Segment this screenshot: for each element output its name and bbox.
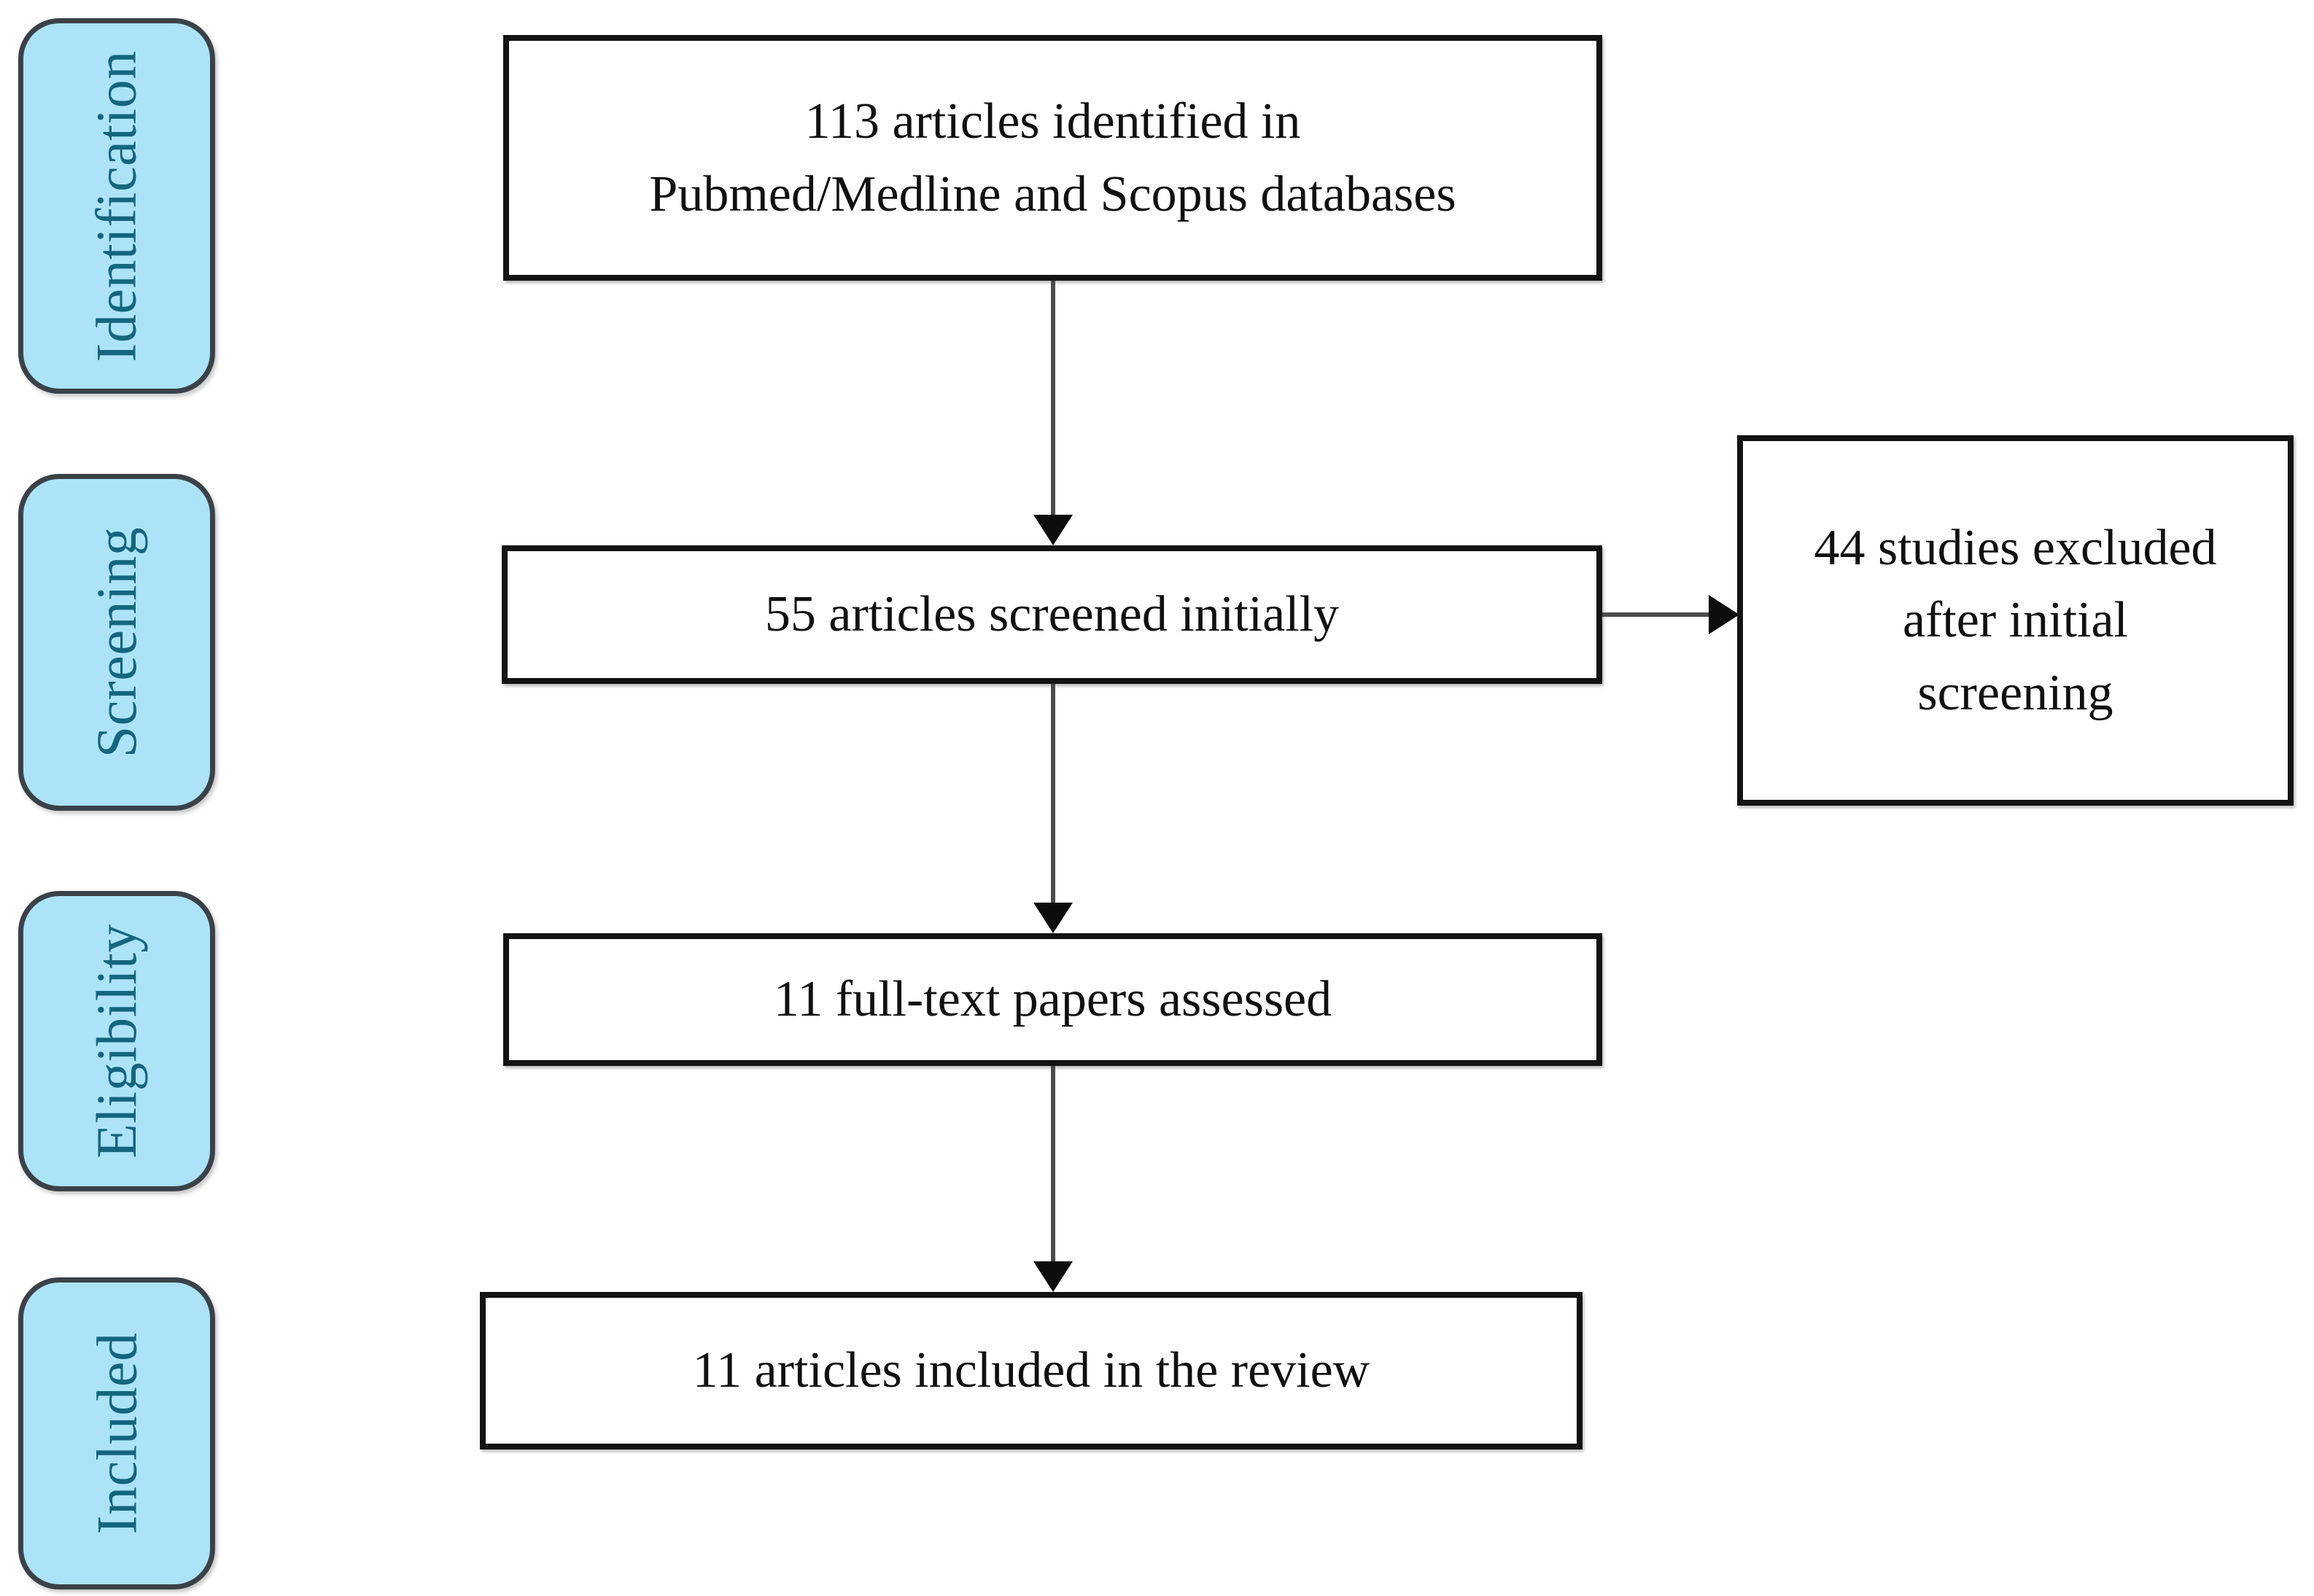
connector-screened-to-excluded — [1602, 612, 1713, 617]
box-articles-identified-text: 113 articles identified in Pubmed/Medlin… — [649, 93, 1456, 222]
stage-identification-label: Identification — [85, 50, 149, 362]
box-articles-screened: 55 articles screened initially — [502, 545, 1602, 684]
box-studies-excluded-text: 44 studies excluded after initial screen… — [1814, 519, 2217, 721]
stage-identification: Identification — [18, 18, 215, 394]
arrowhead-screened-to-assessed — [1033, 903, 1073, 933]
box-articles-included-text: 11 articles included in the review — [692, 1342, 1370, 1399]
stage-included: Included — [18, 1277, 215, 1589]
box-articles-screened-text: 55 articles screened initially — [764, 586, 1340, 643]
stage-eligibility-label: Eligibility — [85, 924, 148, 1159]
arrowhead-screened-to-excluded — [1709, 595, 1739, 634]
stage-eligibility: Eligibility — [18, 891, 215, 1191]
box-articles-included: 11 articles included in the review — [480, 1292, 1583, 1449]
box-fulltext-assessed: 11 full-text papers assessed — [503, 933, 1602, 1066]
arrowhead-assessed-to-included — [1033, 1261, 1073, 1292]
arrowhead-identified-to-screened — [1033, 515, 1073, 545]
box-studies-excluded: 44 studies excluded after initial screen… — [1737, 435, 2294, 806]
stage-screening-label: Screening — [85, 526, 149, 758]
connector-assessed-to-included — [1051, 1066, 1055, 1264]
connector-screened-to-assessed — [1051, 684, 1055, 904]
connector-identified-to-screened — [1051, 281, 1055, 518]
stage-screening: Screening — [18, 474, 215, 811]
box-fulltext-assessed-text: 11 full-text papers assessed — [773, 971, 1332, 1028]
stage-included-label: Included — [85, 1332, 149, 1535]
box-articles-identified: 113 articles identified in Pubmed/Medlin… — [503, 35, 1602, 281]
